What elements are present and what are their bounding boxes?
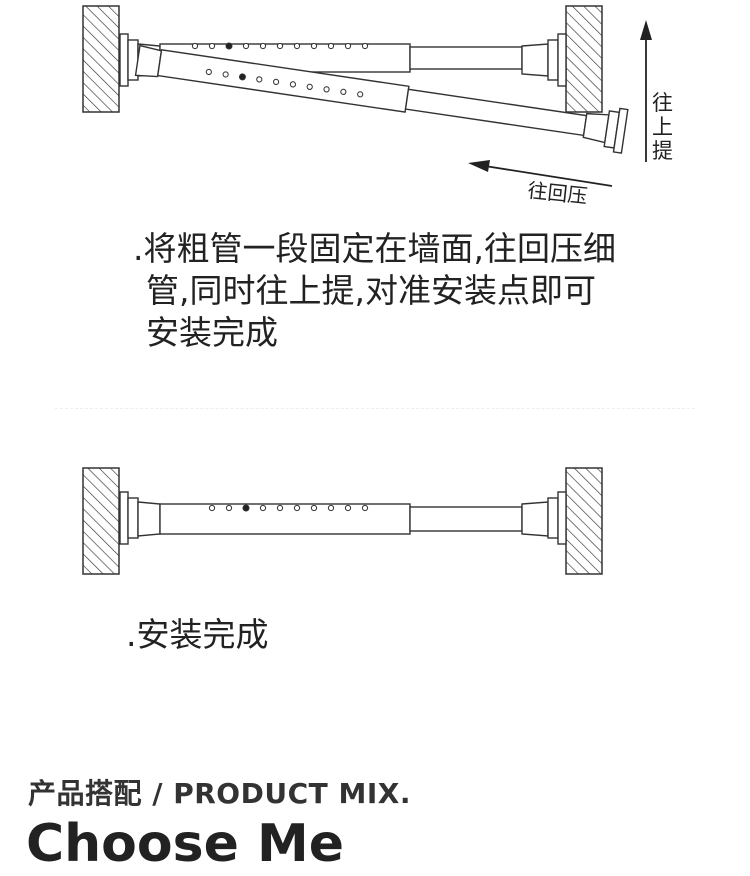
- step1-instructions: .将粗管一段固定在墙面,往回压细 管,同时往上提,对准安装点即可 安装完成: [133, 228, 693, 354]
- step1-line: 安装完成: [146, 313, 278, 352]
- up-arrow-label-char: 提: [652, 139, 673, 163]
- up-arrow: [640, 20, 652, 162]
- horizontal-rod-holes: [191, 42, 369, 50]
- up-arrow-label-char: 往: [652, 91, 673, 115]
- up-arrow-label-char: 上: [652, 115, 673, 139]
- step1-line: .将粗管一段固定在墙面,往回压细: [133, 229, 616, 268]
- step1-line: 管,同时往上提,对准安装点即可: [146, 271, 596, 310]
- installed-rod-holes: [208, 504, 369, 512]
- left-wall: [82, 5, 120, 113]
- section-title: Choose Me: [26, 814, 344, 874]
- press-back-label: 往回压: [526, 178, 588, 208]
- right-wall: [565, 5, 603, 113]
- section-heading: 产品搭配 / PRODUCT MIX.: [28, 777, 411, 810]
- tilted-rod-holes: [205, 68, 364, 98]
- press-back-arrow: [468, 160, 613, 187]
- section-divider: [55, 408, 695, 409]
- installed-rod: [119, 491, 567, 545]
- installation-diagram-tilted: 往 上 提 往回压: [82, 5, 673, 208]
- installation-diagram-complete: [82, 467, 603, 575]
- tilted-rod: [134, 44, 629, 154]
- left-wall: [82, 467, 120, 575]
- right-wall: [565, 467, 603, 575]
- step2-instructions: .安装完成: [126, 615, 269, 654]
- up-arrow-label: 往 上 提: [652, 91, 673, 163]
